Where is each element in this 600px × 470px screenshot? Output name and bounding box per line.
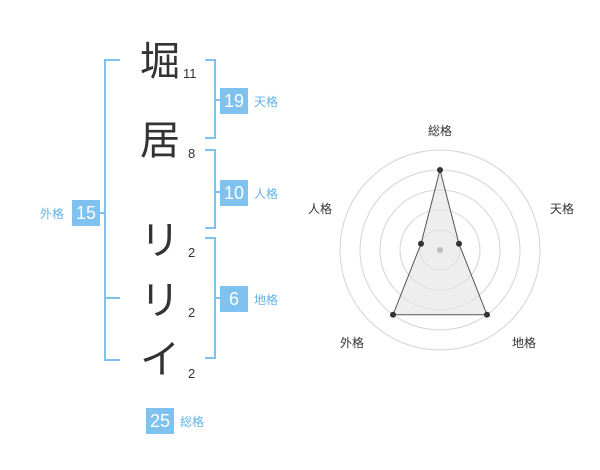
radar-polygon bbox=[392, 169, 488, 316]
radar-point-0 bbox=[437, 167, 443, 173]
name-char-2: 居 bbox=[140, 118, 180, 164]
radar-point-1 bbox=[456, 240, 462, 247]
name-char-5: イ bbox=[140, 337, 180, 383]
stroke-count-5: 2 bbox=[188, 366, 196, 381]
radar-point-2 bbox=[484, 311, 490, 318]
tenkaku-label: 天格 bbox=[254, 95, 279, 109]
radar-center bbox=[437, 247, 443, 253]
chikaku-score: 6 bbox=[220, 286, 248, 312]
soukaku-label: 総格 bbox=[180, 415, 205, 429]
name-char-1: 堀 bbox=[140, 39, 180, 85]
gaikaku-label: 外格 bbox=[40, 207, 65, 221]
radar-axis-label-tenkaku: 天格 bbox=[550, 202, 575, 216]
stroke-count-4: 2 bbox=[188, 305, 196, 320]
radar-axis-label-chikaku: 地格 bbox=[512, 336, 537, 350]
name-char-3: リ bbox=[140, 218, 180, 264]
jinkaku-score: 10 bbox=[220, 180, 248, 206]
radar-axis-label-soukaku: 総格 bbox=[428, 124, 453, 138]
tenkaku-score: 19 bbox=[220, 88, 248, 114]
stroke-count-2: 8 bbox=[188, 146, 196, 161]
jinkaku-bracket bbox=[205, 149, 216, 229]
radar-axis-label-jinkaku: 人格 bbox=[308, 202, 333, 216]
soukaku-score: 25 bbox=[146, 408, 174, 434]
radar-point-3 bbox=[390, 311, 396, 318]
jinkaku-label: 人格 bbox=[254, 187, 279, 201]
radar-axis-label-gaikaku: 外格 bbox=[340, 336, 365, 350]
radar-point-4 bbox=[418, 240, 424, 247]
stroke-count-3: 2 bbox=[188, 245, 196, 260]
chikaku-label: 地格 bbox=[254, 293, 279, 307]
name-char-4: リ bbox=[140, 278, 180, 324]
stroke-count-1: 11 bbox=[183, 66, 197, 81]
gaikaku-bracket bbox=[104, 59, 120, 361]
gaikaku-score: 15 bbox=[72, 200, 100, 226]
radar-ring bbox=[339, 149, 541, 351]
